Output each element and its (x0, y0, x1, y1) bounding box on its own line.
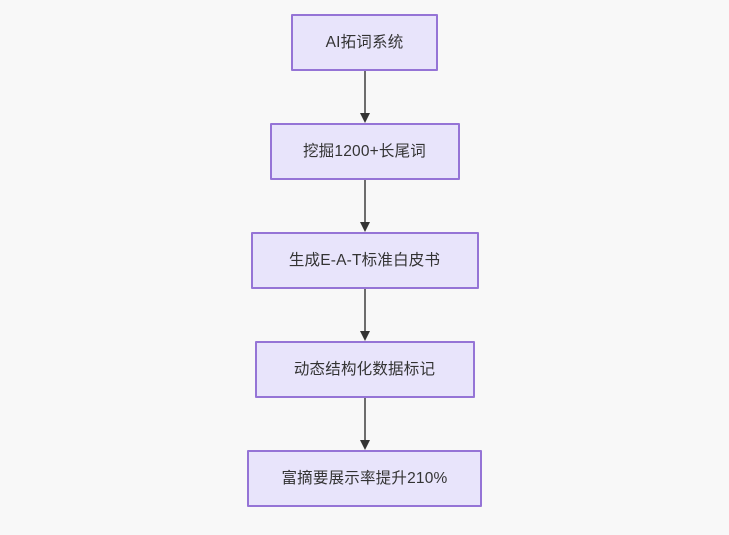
edge-line (363, 180, 366, 223)
flow-edge-n2-n3 (359, 289, 371, 341)
flow-node-label: 挖掘1200+长尾词 (302, 142, 427, 160)
edge-line (363, 71, 366, 114)
arrow-down-icon (359, 113, 370, 123)
flow-node-generate-eat-whitepaper[interactable]: 生成E-A-T标准白皮书 (250, 232, 479, 289)
flow-edge-n3-n4 (359, 398, 371, 450)
flow-node-dynamic-structured-data-markup[interactable]: 动态结构化数据标记 (254, 341, 475, 398)
edge-line (363, 289, 366, 332)
flow-edge-n0-n1 (359, 71, 371, 123)
flow-edge-n1-n2 (359, 180, 371, 232)
flow-node-label: AI拓词系统 (325, 33, 404, 51)
edge-line (363, 398, 366, 441)
flow-node-rich-snippet-impression-lift[interactable]: 富摘要展示率提升210% (247, 450, 482, 507)
flow-node-ai-keyword-system[interactable]: AI拓词系统 (291, 14, 438, 71)
flow-node-label: 生成E-A-T标准白皮书 (288, 251, 441, 269)
arrow-down-icon (359, 331, 370, 341)
flow-node-label: 富摘要展示率提升210% (281, 469, 448, 487)
arrow-down-icon (359, 440, 370, 450)
flow-node-label: 动态结构化数据标记 (293, 360, 436, 378)
arrow-down-icon (359, 222, 370, 232)
flow-node-mine-longtail-keywords[interactable]: 挖掘1200+长尾词 (269, 123, 460, 180)
